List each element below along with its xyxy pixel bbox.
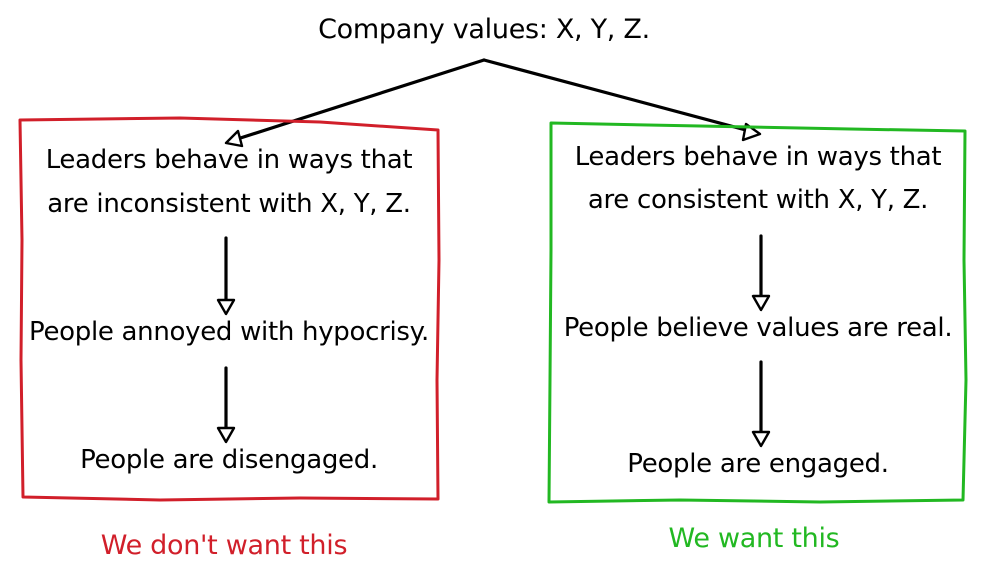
right-step3: People are engaged. [627, 449, 889, 479]
root-label: Company values: X, Y, Z. [318, 14, 650, 45]
left-step2: People annoyed with hypocrisy. [29, 317, 429, 347]
left-arrow-1-head [216, 298, 236, 316]
right-arrow-1-head [751, 294, 771, 312]
right-step2: People believe values are real. [563, 313, 953, 343]
right-box-outline [547, 121, 968, 504]
root-to-left-arrowhead [224, 129, 244, 148]
left-step3: People are disengaged. [80, 445, 378, 475]
left-arrow-2-head [216, 426, 236, 444]
left-step1-line2: are inconsistent with X, Y, Z. [47, 189, 411, 219]
root-to-left-connector [226, 58, 486, 144]
right-caption: We want this [668, 523, 840, 554]
right-step1-line2: are consistent with X, Y, Z. [587, 185, 929, 215]
left-box-outline [18, 116, 441, 502]
left-step1-line1: Leaders behave in ways that [45, 145, 413, 175]
root-to-right-connector [482, 58, 759, 135]
right-arrow-2-head [751, 430, 771, 448]
left-caption: We don't want this [100, 530, 348, 561]
right-step1-line1: Leaders behave in ways that [574, 142, 942, 172]
